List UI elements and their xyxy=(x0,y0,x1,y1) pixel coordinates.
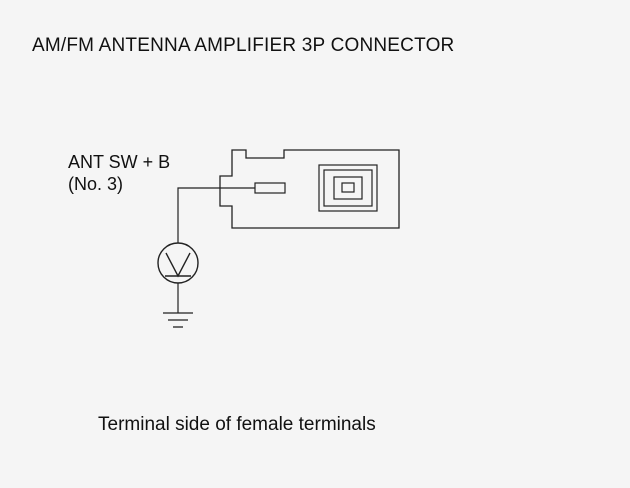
probe-wire xyxy=(177,187,220,243)
connector-housing xyxy=(219,149,400,229)
voltmeter-icon xyxy=(157,242,199,284)
terminal-no3 xyxy=(254,182,286,194)
ground-icon xyxy=(163,312,193,328)
diagram-title: AM/FM ANTENNA AMPLIFIER 3P CONNECTOR xyxy=(32,35,455,56)
connector-lock xyxy=(318,164,378,212)
pin-number-label: (No. 3) xyxy=(68,174,124,194)
pin-signal-label: ANT SW + B xyxy=(68,152,171,172)
view-caption: Terminal side of female terminals xyxy=(98,414,376,435)
